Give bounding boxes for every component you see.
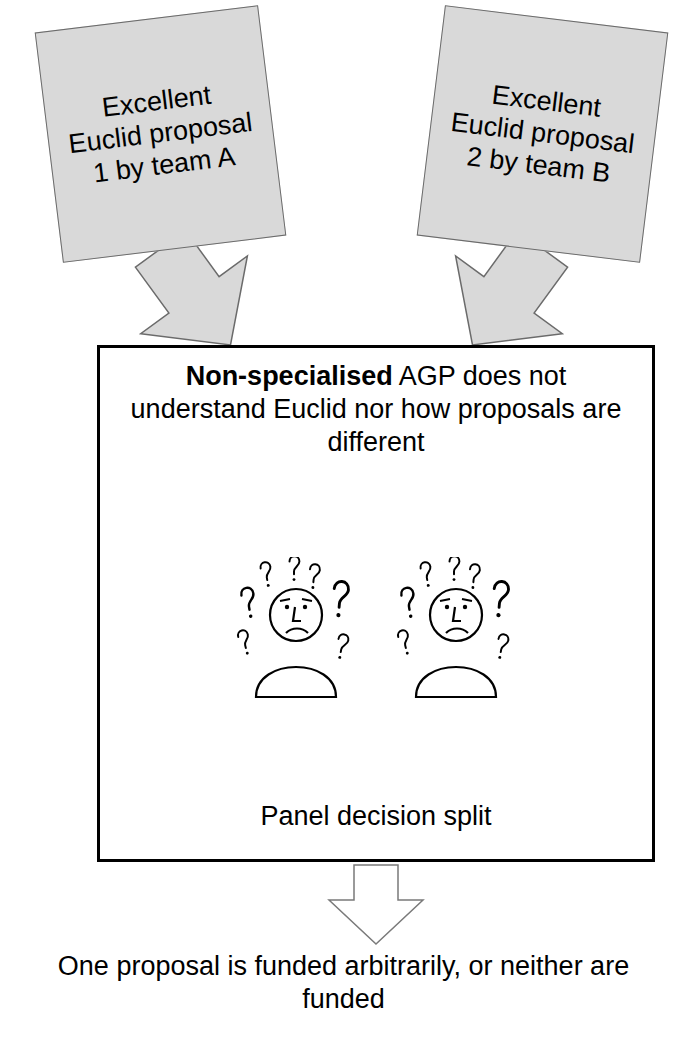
node-text: Excellent Euclid proposal 1 by team A — [60, 75, 260, 193]
panel-box: Non-specialised AGP does not understand … — [97, 345, 655, 862]
node-text: Non-specialised AGP does not understand … — [118, 360, 634, 459]
proposal-box: Excellent Euclid proposal 1 by team A — [35, 5, 287, 263]
node-text: One proposal is funded arbitrarily, or n… — [20, 950, 667, 1016]
node-text: Excellent Euclid proposal 2 by team B — [442, 75, 642, 193]
proposal-box: Excellent Euclid proposal 2 by team B — [417, 5, 669, 263]
confused-person — [397, 557, 509, 697]
outcome-text-box: One proposal is funded arbitrarily, or n… — [20, 950, 667, 1035]
block-arrow — [329, 865, 423, 944]
node-caption: Panel decision split — [260, 800, 491, 833]
confused-people-illustration — [211, 557, 541, 702]
confused-person — [237, 557, 349, 697]
